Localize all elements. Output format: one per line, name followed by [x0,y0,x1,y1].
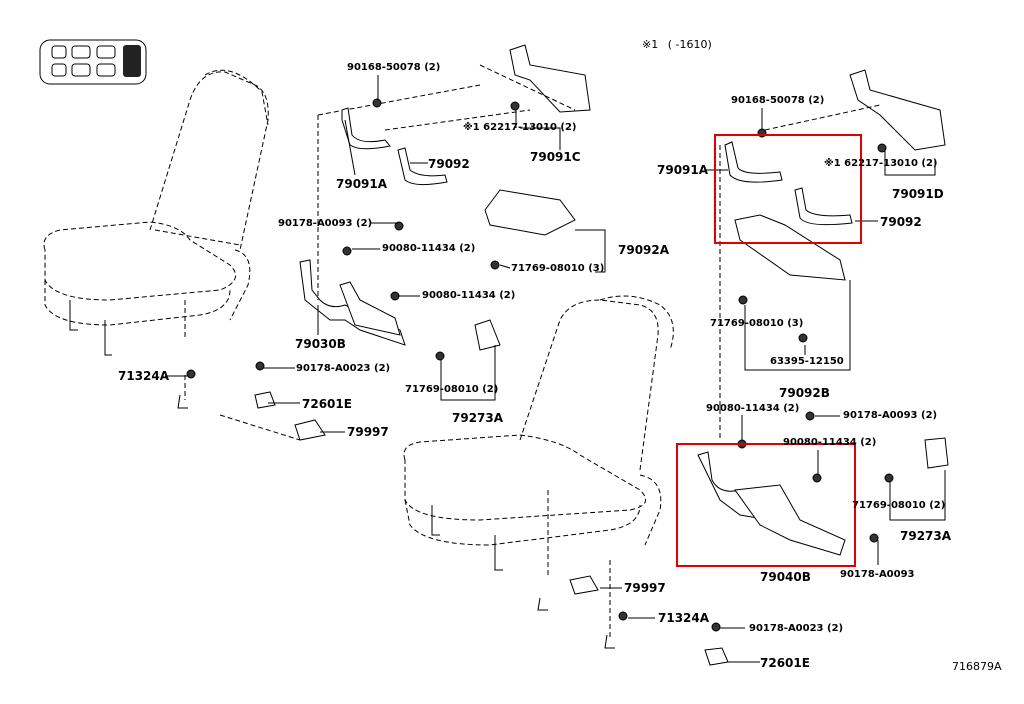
right-floor-parts [537,575,729,666]
part-label[interactable]: 79091D [892,187,944,201]
part-label[interactable]: 79091A [336,177,388,191]
part-label[interactable]: 90080-11434 (2) [783,437,877,448]
part-label[interactable]: 71769-08010 (2) [405,384,499,395]
figure-id: 716879A [952,660,1002,673]
upper-parts-center [341,44,591,361]
part-label[interactable]: 90080-11434 (2) [422,290,516,301]
part-label[interactable]: 90178-A0023 (2) [749,623,844,634]
part-label[interactable]: 63395-12150 [770,356,844,367]
part-label[interactable]: 71769-08010 (2) [852,500,946,511]
left-seat-outline [43,69,269,400]
part-label[interactable]: 79092 [880,215,922,229]
part-label[interactable]: 90168-50078 (2) [731,95,825,106]
part-label[interactable]: 71769-08010 (3) [511,263,605,274]
part-label[interactable]: ※1 62217-13010 (2) [824,158,938,169]
part-label[interactable]: 90178-A0093 (2) [278,218,373,229]
part-label[interactable]: 90080-11434 (2) [382,243,476,254]
right-seat-outline [403,295,674,640]
part-label[interactable]: 79091C [530,150,581,164]
seat-position-icon [39,39,147,85]
part-label[interactable]: 79092B [779,386,830,400]
part-label[interactable]: ※1 62217-13010 (2) [463,122,577,133]
part-label[interactable]: 79273A [900,529,952,543]
highlight-box-upper[interactable] [714,134,862,244]
highlight-box-lower[interactable] [676,443,856,567]
part-label[interactable]: 72601E [302,397,352,411]
part-label[interactable]: 90178-A0093 [840,569,915,580]
part-label[interactable]: 90178-A0093 (2) [843,410,938,421]
reference-note: ※1 ( -1610) [642,38,712,51]
left-floor-parts [177,361,326,441]
part-label[interactable]: 72601E [760,656,810,670]
leader-lines [165,75,946,663]
part-label[interactable]: 79030B [295,337,346,351]
part-label[interactable]: 79997 [624,581,666,595]
part-label[interactable]: 79091A [657,163,709,177]
part-label[interactable]: 79092 [428,157,470,171]
part-label[interactable]: 71324A [658,611,710,625]
part-label[interactable]: 71769-08010 (3) [710,318,804,329]
reference-range: ( -1610) [667,38,712,51]
right-bracket-79040b [697,411,949,556]
left-bracket-79030b [299,84,481,346]
part-label[interactable]: 90168-50078 (2) [347,62,441,73]
part-label[interactable]: 79040B [760,570,811,584]
reference-mark: ※1 [642,38,659,51]
part-label[interactable]: 90080-11434 (2) [706,403,800,414]
part-label[interactable]: 79273A [452,411,504,425]
upper-parts-right [719,69,946,440]
part-label[interactable]: 71324A [118,369,170,383]
part-label[interactable]: 90178-A0023 (2) [296,363,391,374]
part-label[interactable]: 79092A [618,243,670,257]
part-label[interactable]: 79997 [347,425,389,439]
